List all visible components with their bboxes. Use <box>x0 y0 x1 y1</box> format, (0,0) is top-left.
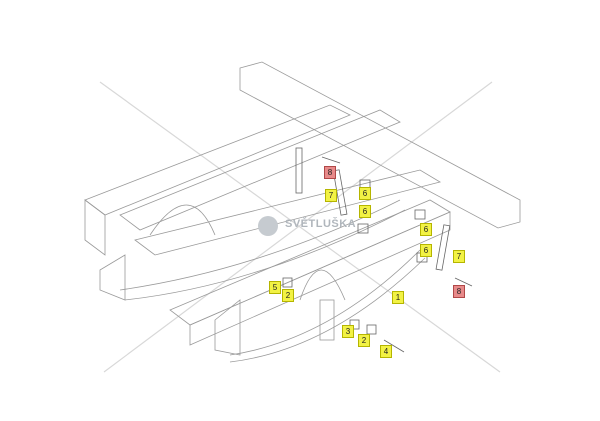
callout-2[interactable]: 2 <box>282 289 294 302</box>
callout-4[interactable]: 4 <box>380 345 392 358</box>
watermark-logo-icon <box>258 216 278 236</box>
callout-6[interactable]: 6 <box>359 205 371 218</box>
chassis-frame <box>84 61 521 363</box>
callout-8[interactable]: 8 <box>324 166 336 179</box>
watermark-text: SVĚTLUŠKA <box>285 218 357 230</box>
callout-8[interactable]: 8 <box>453 285 465 298</box>
callout-6[interactable]: 6 <box>420 244 432 257</box>
callout-7[interactable]: 7 <box>325 189 337 202</box>
callout-2[interactable]: 2 <box>358 334 370 347</box>
callout-6[interactable]: 6 <box>420 223 432 236</box>
callout-7[interactable]: 7 <box>453 250 465 263</box>
watermark-cross <box>99 81 501 373</box>
callout-3[interactable]: 3 <box>342 325 354 338</box>
callout-5[interactable]: 5 <box>269 281 281 294</box>
hardware-parts <box>282 147 473 353</box>
callout-1[interactable]: 1 <box>392 291 404 304</box>
callout-6[interactable]: 6 <box>359 187 371 200</box>
